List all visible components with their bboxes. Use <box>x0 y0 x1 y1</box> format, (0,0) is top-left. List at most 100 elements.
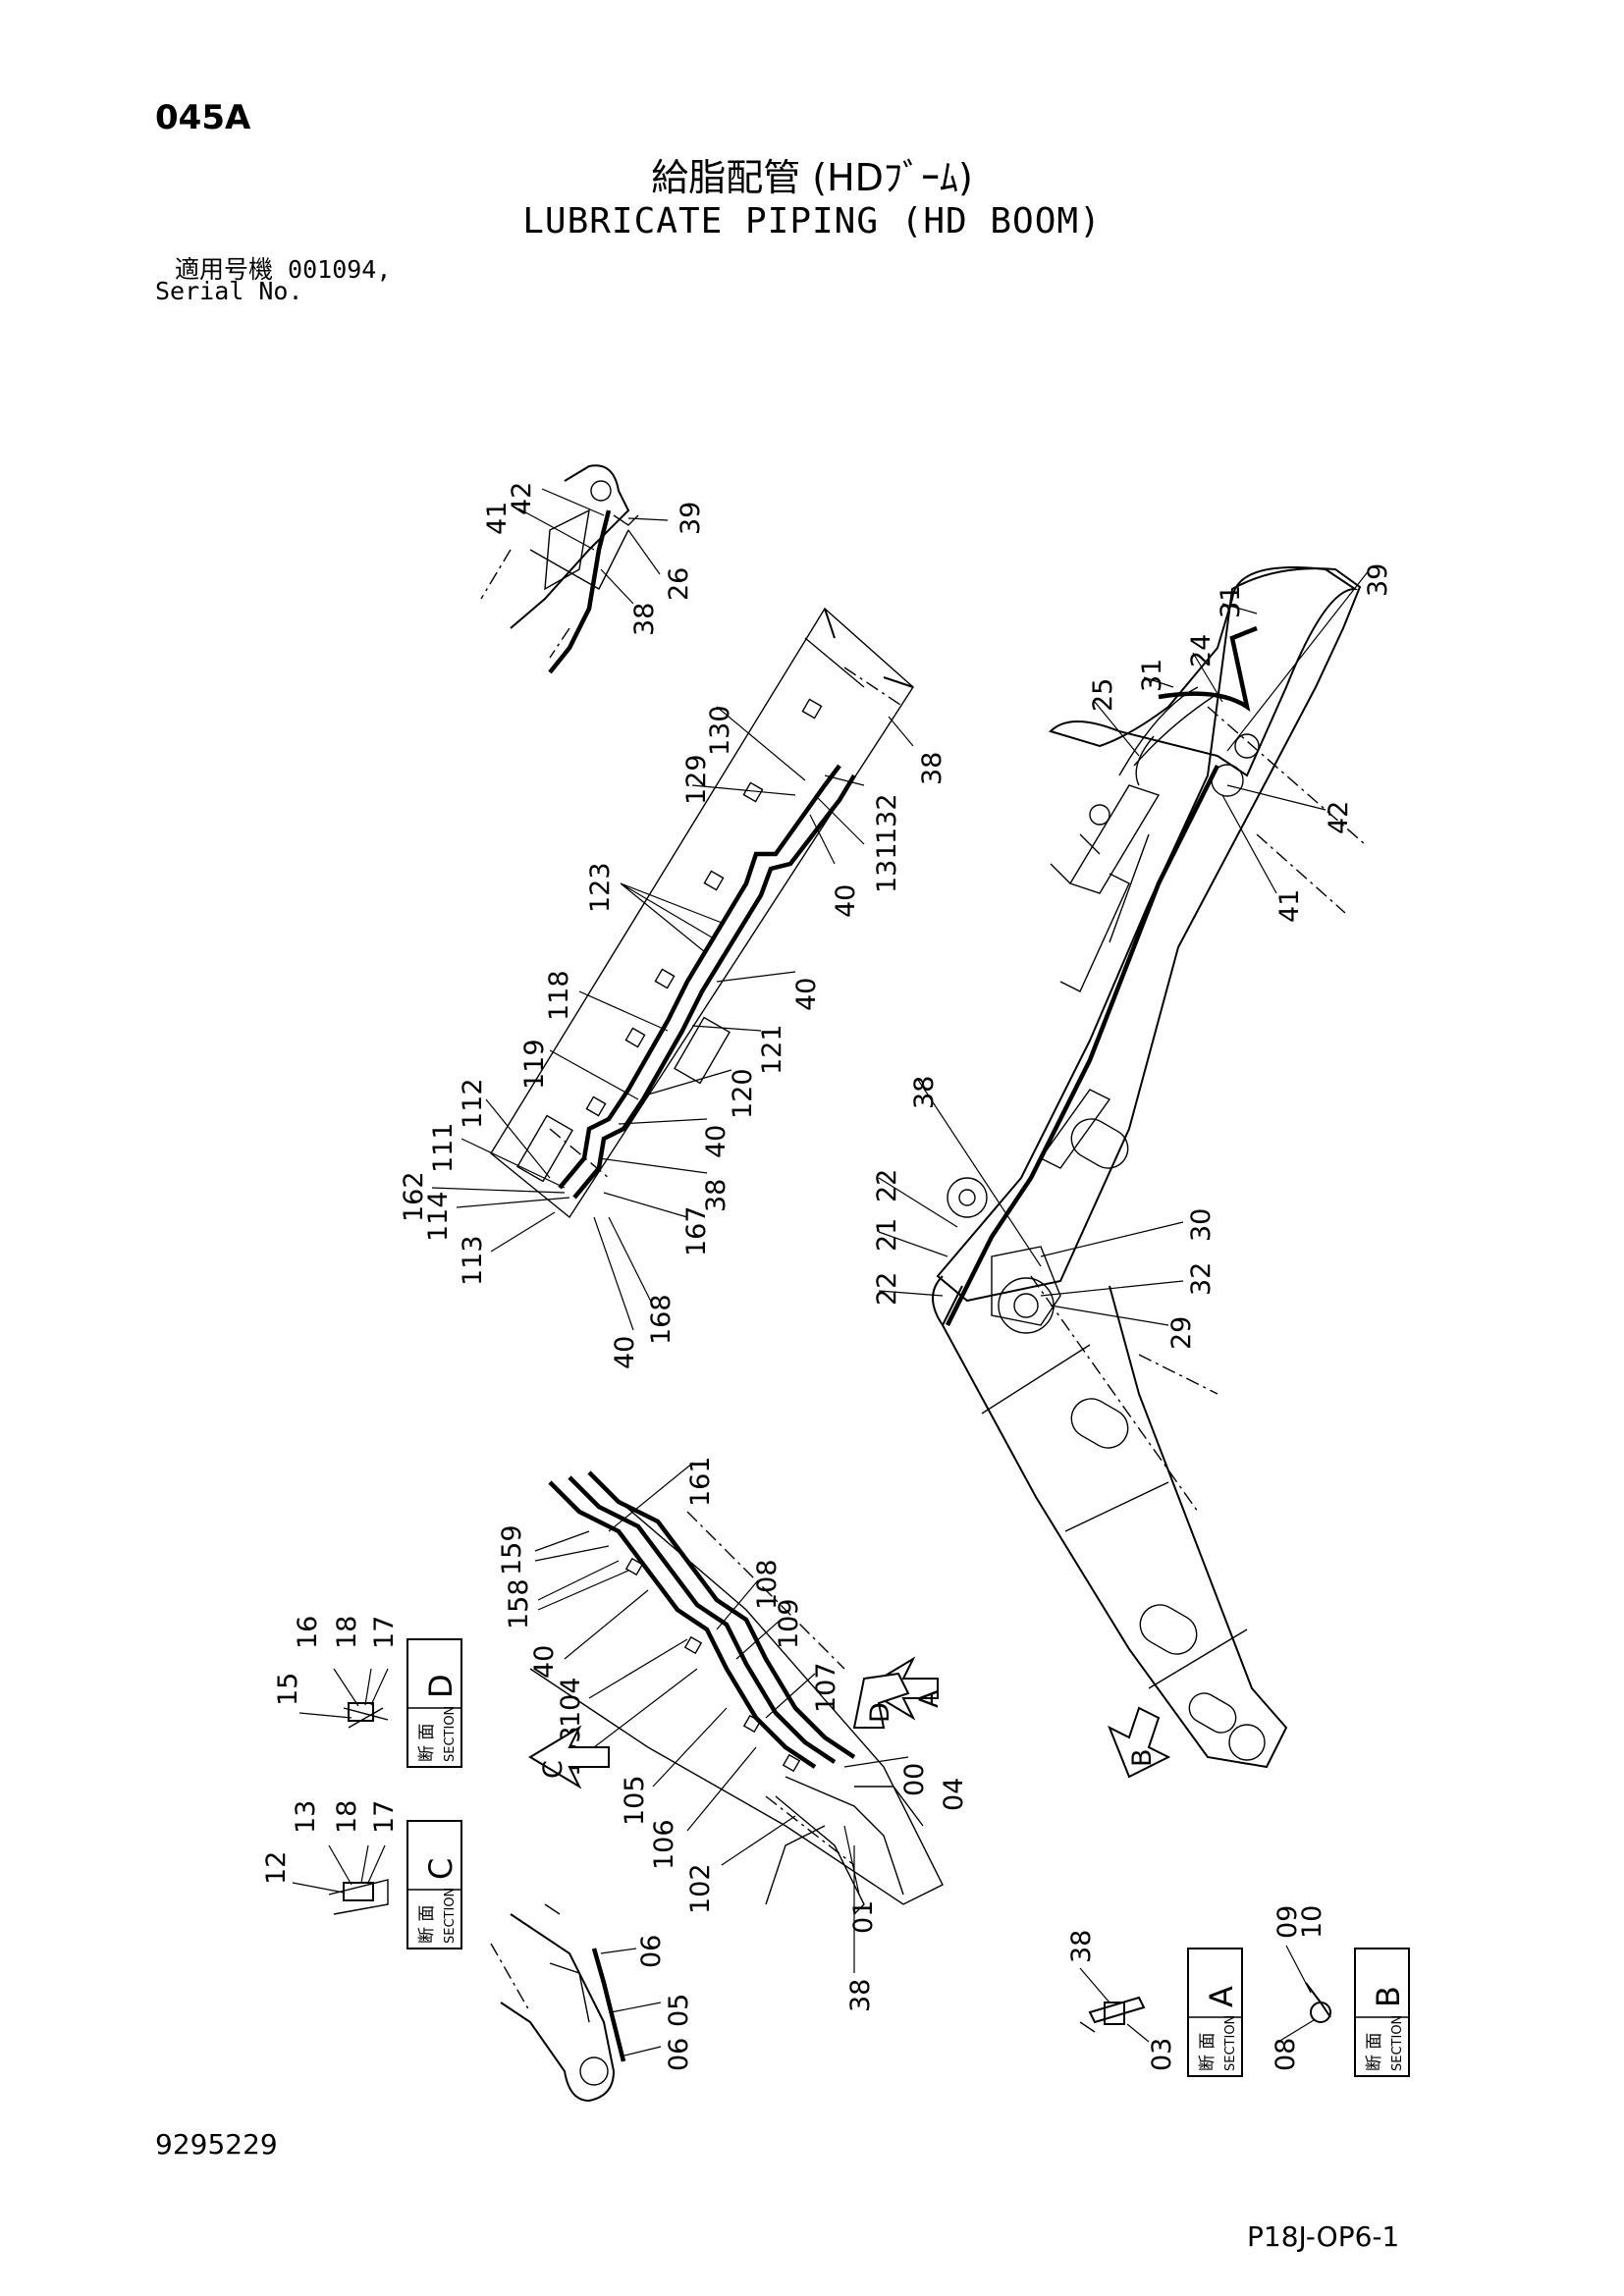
callout: 161 <box>685 1456 716 1507</box>
callout: 38 <box>909 1076 940 1109</box>
callout: 102 <box>685 1863 716 1914</box>
callout: 112 <box>458 1078 488 1129</box>
callout: 06 <box>664 2038 694 2071</box>
callout: 06 <box>636 1935 667 1968</box>
section-en: SECTION <box>1223 2015 1238 2071</box>
callout: 123 <box>585 862 616 913</box>
section-d-detail: 15 16 18 17 <box>273 1616 400 1729</box>
section-d-label: D 断 面 SECTION <box>406 1638 462 1768</box>
section-letter: D <box>422 1674 460 1698</box>
section-en: SECTION <box>443 1888 458 1944</box>
callout: 40 <box>610 1336 640 1369</box>
callout: 113 <box>458 1235 488 1286</box>
lower-pipe-detail <box>529 1470 944 1915</box>
callout: 40 <box>529 1645 560 1679</box>
section-letter: A <box>1203 1986 1240 2007</box>
callout: 24 <box>1186 634 1217 667</box>
view-arrow-a-label: A <box>914 1689 945 1708</box>
bottom-detail: 06 05 06 <box>490 1903 694 2103</box>
callout: 31 <box>1137 659 1167 692</box>
section-a-label: A 断 面 SECTION <box>1187 1948 1243 2077</box>
callout: 09 <box>1272 1905 1303 1939</box>
callout: 18 <box>332 1616 362 1649</box>
boom-callouts: 39 31 24 31 25 42 41 38 22 21 22 30 32 2… <box>872 563 1393 1350</box>
section-jp: 断 面 <box>417 1724 437 1762</box>
callout: 162 <box>399 1171 429 1222</box>
callout: 05 <box>664 1994 694 2027</box>
callout: 29 <box>1166 1316 1197 1350</box>
callout: 10 <box>1297 1905 1327 1939</box>
section-en: SECTION <box>1390 2015 1405 2071</box>
callout: 41 <box>1274 889 1305 923</box>
callout: 39 <box>1363 563 1393 597</box>
callout: 129 <box>681 754 712 805</box>
upper-pipe-callouts: 130 129 38 132 131 40 123 40 118 121 119… <box>399 705 947 1369</box>
section-a-detail: 38 03 <box>1066 1930 1177 2071</box>
callout: 41 <box>482 502 513 535</box>
callout: 39 <box>676 502 706 535</box>
callout: 38 <box>917 752 947 785</box>
section-en: SECTION <box>443 1706 458 1762</box>
callout: 104 <box>556 1677 586 1728</box>
callout: 22 <box>872 1169 902 1202</box>
callout: 40 <box>791 978 822 1011</box>
callout: 119 <box>519 1039 550 1090</box>
view-arrow-b-label: B <box>1127 1748 1158 1767</box>
view-arrow-c-label: C <box>538 1760 568 1779</box>
callout: 107 <box>811 1662 841 1713</box>
callout: 26 <box>664 567 694 601</box>
callout: 04 <box>939 1778 969 1811</box>
callout: 131 <box>872 842 902 893</box>
callout: 00 <box>899 1763 930 1796</box>
callout: 114 <box>423 1191 454 1242</box>
callout: 38 <box>845 1979 876 2012</box>
section-c-detail: 12 13 18 17 <box>261 1800 400 1915</box>
callout: 108 <box>752 1559 783 1610</box>
callout: 22 <box>872 1272 902 1306</box>
callout: 109 <box>774 1598 804 1649</box>
callout: 40 <box>831 884 861 918</box>
callout: 38 <box>1066 1930 1097 1963</box>
top-left-callouts: 42 41 39 26 38 <box>482 482 706 636</box>
section-b-label: B 断 面 SECTION <box>1354 1948 1410 2077</box>
callout: 13 <box>291 1800 321 1834</box>
lower-pipe-callouts: 161 159 158 108 40 109 104 107 103 105 1… <box>497 1456 969 2012</box>
callout: 32 <box>1186 1262 1217 1296</box>
page-reference: P18J-OP6-1 <box>1247 2220 1400 2253</box>
callout: 120 <box>728 1068 758 1119</box>
serial-label-japanese: 適用号機 001094, <box>175 255 392 284</box>
callout: 03 <box>1147 2038 1177 2071</box>
section-letter: C <box>422 1858 460 1880</box>
callout: 01 <box>848 1900 879 1934</box>
callout: 132 <box>872 793 902 844</box>
callout: 08 <box>1271 2038 1301 2071</box>
drawing-number: 9295229 <box>155 2128 278 2161</box>
section-jp: 断 面 <box>1198 2033 1218 2071</box>
callout: 130 <box>705 705 735 756</box>
callout: 18 <box>332 1800 362 1834</box>
callout: 42 <box>1324 801 1354 834</box>
section-b-detail: 09 10 08 <box>1271 1905 1331 2071</box>
section-c-label: C 断 面 SECTION <box>406 1820 462 1949</box>
callout: 105 <box>620 1775 650 1826</box>
callout: 167 <box>681 1205 712 1256</box>
section-letter: B <box>1370 1986 1407 2007</box>
callout: 118 <box>544 970 574 1021</box>
callout: 31 <box>1216 585 1246 618</box>
boom-assembly <box>932 566 1366 1769</box>
section-jp: 断 面 <box>1365 2033 1384 2071</box>
section-jp: 断 面 <box>417 1905 437 1944</box>
callout: 159 <box>497 1524 527 1575</box>
callout: 38 <box>701 1179 731 1212</box>
callout: 158 <box>504 1578 534 1629</box>
callout: 38 <box>629 603 660 636</box>
callout: 25 <box>1088 678 1118 712</box>
callout: 17 <box>369 1800 400 1834</box>
callout: 17 <box>369 1616 400 1649</box>
view-arrows: C A D B <box>528 1656 1171 1789</box>
callout: 30 <box>1186 1208 1217 1242</box>
serial-label: Serial No. <box>155 277 303 305</box>
callout: 16 <box>293 1616 323 1649</box>
page-code: 045A <box>155 98 251 137</box>
